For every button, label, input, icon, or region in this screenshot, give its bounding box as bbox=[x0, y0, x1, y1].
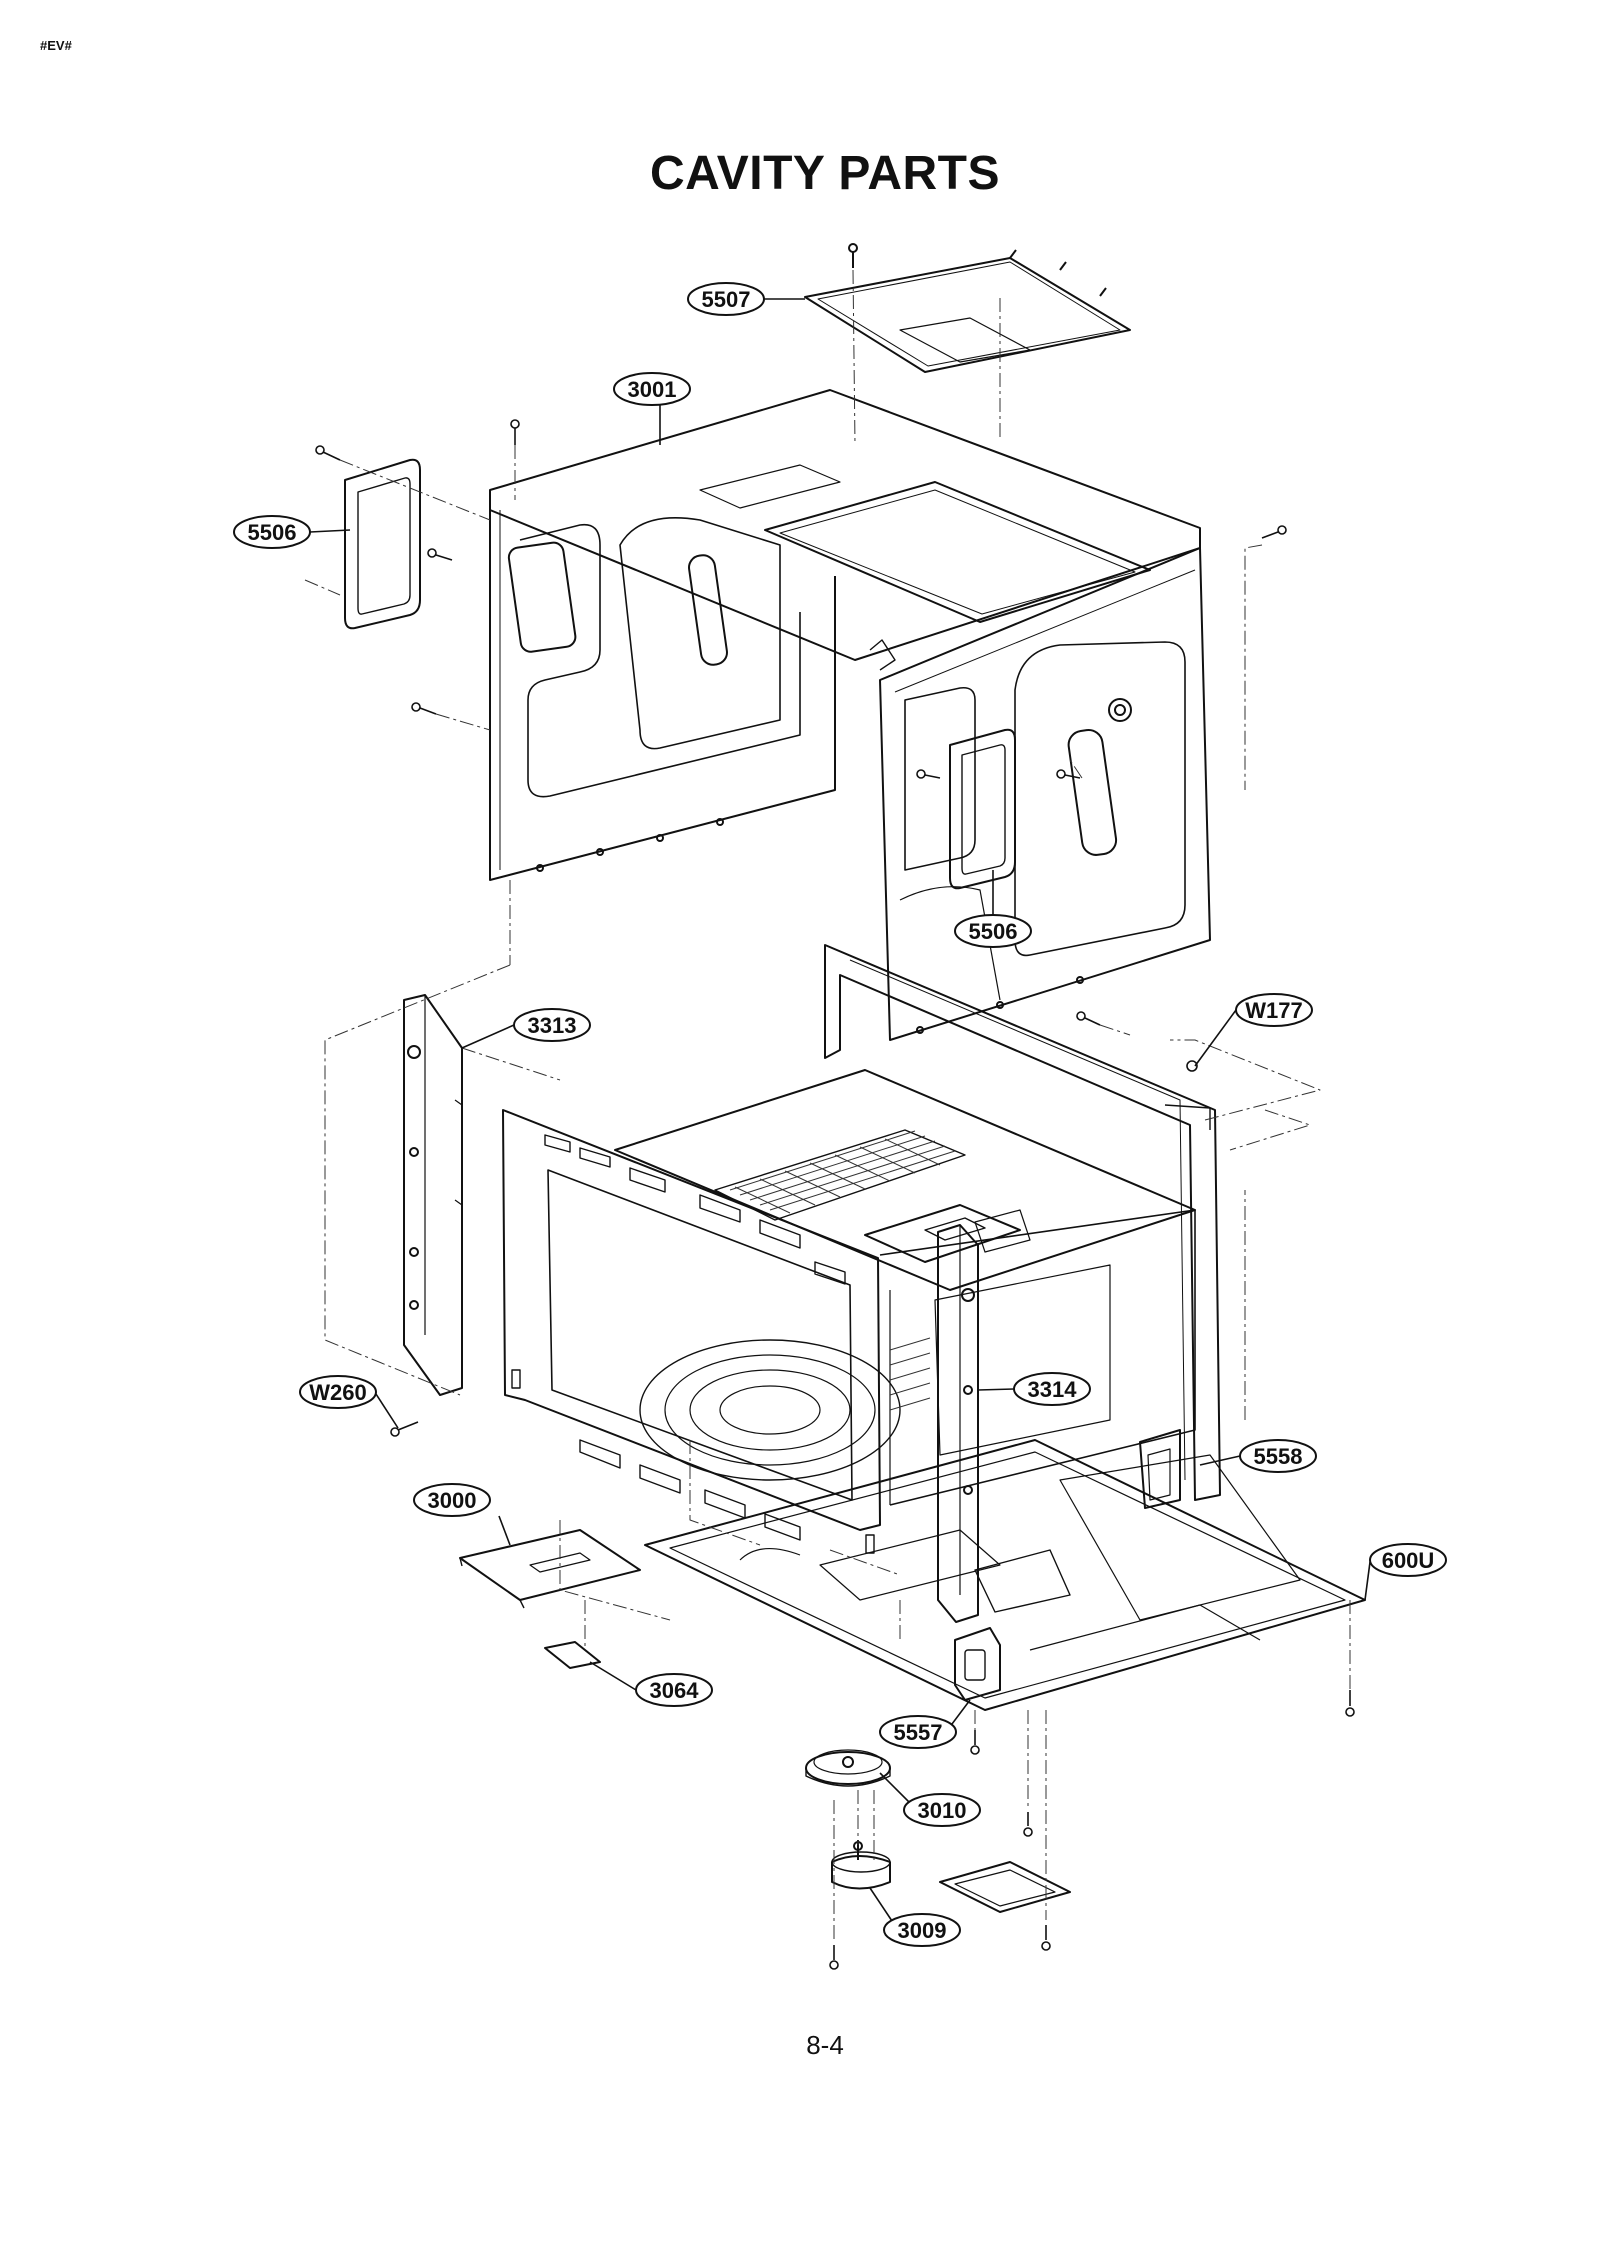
coupler-3010-part bbox=[805, 1749, 891, 1787]
screw-icon bbox=[427, 548, 453, 561]
screw-icon bbox=[1345, 1690, 1355, 1717]
left-choke-plate-part bbox=[403, 994, 463, 1396]
callout-W177-label: W177 bbox=[1245, 998, 1302, 1023]
callout-3001-label: 3001 bbox=[628, 377, 677, 402]
callout-5506-right: 5506 bbox=[954, 914, 1032, 948]
gasket-frame-left-part bbox=[344, 458, 421, 630]
screw-icon bbox=[315, 445, 341, 461]
bracket-5557-part bbox=[954, 1627, 1001, 1701]
top-cover-plate-part bbox=[804, 249, 1131, 373]
screw-icon bbox=[970, 1730, 980, 1755]
callout-W260: W260 bbox=[299, 1375, 377, 1409]
callout-600U-label: 600U bbox=[1382, 1548, 1435, 1573]
callout-3064-label: 3064 bbox=[650, 1678, 700, 1703]
base-plate-part bbox=[644, 1439, 1366, 1711]
page-code: #EV# bbox=[40, 38, 72, 53]
callout-3000: 3000 bbox=[413, 1483, 491, 1517]
gasket-frame-right-part bbox=[949, 728, 1016, 890]
callout-3314: 3314 bbox=[1013, 1372, 1091, 1406]
callout-5507-label: 5507 bbox=[702, 287, 751, 312]
callout-600U: 600U bbox=[1369, 1543, 1447, 1577]
screw-icon bbox=[1056, 769, 1081, 779]
callout-5506-right-label: 5506 bbox=[969, 919, 1018, 944]
pad-3064-part bbox=[544, 1641, 601, 1669]
screw-icon bbox=[390, 1421, 419, 1437]
inner-cavity-part bbox=[614, 1069, 1196, 1506]
screw-icon bbox=[1023, 1812, 1033, 1837]
callout-3000-label: 3000 bbox=[428, 1488, 477, 1513]
screw-icon bbox=[1261, 525, 1287, 539]
cavity-body-part bbox=[489, 389, 1211, 1041]
callout-5557-label: 5557 bbox=[894, 1720, 943, 1745]
page-title: CAVITY PARTS bbox=[649, 147, 1001, 200]
motor-3009-part bbox=[831, 1840, 891, 1890]
screw-icon bbox=[1041, 1925, 1051, 1951]
callout-3009: 3009 bbox=[883, 1913, 961, 1947]
callout-W260-label: W260 bbox=[309, 1380, 366, 1405]
motor-cover-plate-part bbox=[939, 1861, 1071, 1913]
callout-W177: W177 bbox=[1235, 993, 1313, 1027]
back-frame-part bbox=[824, 944, 1221, 1501]
screw-icon bbox=[829, 1945, 839, 1970]
callout-5558: 5558 bbox=[1239, 1439, 1317, 1473]
right-choke-plate-part bbox=[937, 1224, 979, 1623]
callout-3064: 3064 bbox=[635, 1673, 713, 1707]
page-number: 8-4 bbox=[806, 2030, 844, 2060]
callout-3010-label: 3010 bbox=[918, 1798, 967, 1823]
callout-3009-label: 3009 bbox=[898, 1918, 947, 1943]
screw-icon bbox=[916, 769, 941, 779]
callout-5558-label: 5558 bbox=[1254, 1444, 1303, 1469]
callout-5506-left: 5506 bbox=[233, 515, 311, 549]
cover-plate-3000-part bbox=[459, 1529, 641, 1609]
callout-3313: 3313 bbox=[513, 1008, 591, 1042]
callout-3313-label: 3313 bbox=[528, 1013, 577, 1038]
bracket-5558-part bbox=[1139, 1429, 1181, 1509]
washer-icon bbox=[1186, 1060, 1198, 1072]
screw-icon bbox=[848, 243, 858, 268]
screw-icon bbox=[510, 419, 520, 445]
callout-3001: 3001 bbox=[613, 372, 691, 406]
screw-icon bbox=[1076, 1011, 1101, 1026]
callout-3010: 3010 bbox=[903, 1793, 981, 1827]
callout-3314-label: 3314 bbox=[1028, 1377, 1078, 1402]
callout-5557: 5557 bbox=[879, 1715, 957, 1749]
callout-5506-left-label: 5506 bbox=[248, 520, 297, 545]
callout-5507: 5507 bbox=[687, 282, 765, 316]
screw-icon bbox=[411, 702, 437, 715]
